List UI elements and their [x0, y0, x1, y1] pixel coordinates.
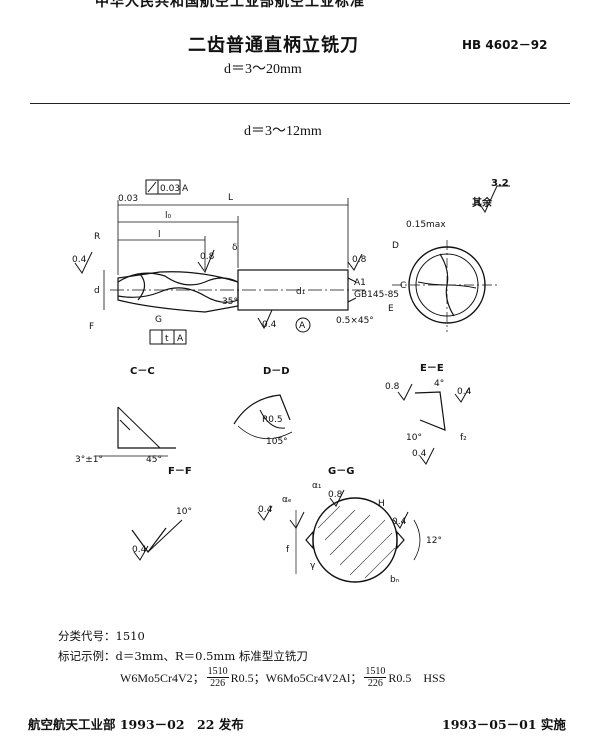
effective-date: 1993－05－01 实施 [442, 717, 566, 732]
section-gg: G－G [328, 466, 354, 477]
cut-letter-d: D [392, 241, 399, 251]
dim-L: L [228, 193, 233, 203]
fraction-1-denominator: 226 [210, 678, 226, 689]
max-note: 0.15max [406, 220, 446, 230]
standard-banner: 中华人民共和国航空工业部航空工业标准 [95, 0, 365, 10]
surface-finish-mark: 0.03 [118, 194, 138, 204]
section-cc: C－C [130, 366, 155, 377]
dim-l0: l₀ [165, 211, 172, 221]
cut-letter-c: C [400, 281, 406, 291]
page-title: 二齿普通直柄立铣刀 [188, 35, 359, 56]
header-divider [30, 103, 570, 104]
ee-ra-2: 0.4 [457, 387, 472, 397]
runout-t: t [165, 334, 169, 344]
center-callout-gb: GB145-85 [354, 290, 399, 300]
gg-ra-2: 0.4 [392, 517, 407, 527]
dd-radius: R0.5 [262, 415, 283, 425]
dim-d1: d₁ [296, 287, 306, 297]
section-heading: d＝3～12mm [244, 124, 322, 139]
dim-d: d [94, 286, 100, 296]
standard-number: HB 4602－92 [462, 38, 548, 52]
gg-H: H [378, 499, 385, 509]
flute-edge [137, 273, 146, 301]
finish-remaining: 其余 [472, 196, 493, 209]
formula-part-2: R0.5；W6Mo5Cr4V2Al； [230, 671, 363, 685]
gg-f: f [286, 545, 290, 555]
ra-2: 0.8 [200, 252, 215, 262]
ff-angle: 10° [176, 507, 192, 517]
cc-angle-1: 3°±1° [75, 455, 103, 465]
section-dd: D－D [263, 366, 290, 377]
dd-angle: 105° [266, 437, 288, 447]
ee-f2: f₂ [460, 433, 467, 443]
center-callout-a1: A1 [354, 278, 366, 288]
tol-datum: A [182, 184, 189, 194]
gg-bn: bₙ [390, 575, 400, 585]
ra-1: 0.4 [72, 255, 87, 265]
marking-formula: W6Mo5Cr4V2； 1510 226 R0.5；W6Mo5Cr4V2Al； … [120, 666, 445, 689]
gg-alphae: αₑ [282, 495, 292, 505]
size-range: d＝3～20mm [224, 62, 302, 77]
section-ff: F－F [168, 466, 192, 477]
ee-ra-1: 0.8 [385, 382, 400, 392]
ee-ra-3: 0.4 [412, 449, 427, 459]
cut-letter-f: F [89, 322, 94, 332]
section-ee: E－E [420, 363, 444, 374]
fraction-2: 1510 226 [364, 666, 387, 689]
delta: δ [232, 243, 238, 253]
formula-part-1: W6Mo5Cr4V2； [120, 671, 205, 685]
fraction-1-numerator: 1510 [206, 666, 229, 678]
flute-helix-1 [117, 272, 239, 286]
ee-angle-4: 4° [434, 379, 444, 389]
datum-A: A [299, 321, 306, 331]
ra-4: 0.8 [352, 255, 367, 265]
cutter-flute-body [117, 271, 239, 313]
ee-angle-10: 10° [406, 433, 422, 443]
flute-helix-2 [117, 287, 239, 303]
gg-section-circle [312, 497, 398, 583]
cc-angle-2: 45° [146, 455, 162, 465]
fraction-2-numerator: 1510 [364, 666, 387, 678]
ra-3: 0.4 [262, 320, 277, 330]
cut-letter-e: E [388, 304, 394, 314]
tol-value: 0.03 [160, 184, 180, 194]
gg-alpha1: α₁ [312, 481, 322, 491]
fraction-1: 1510 226 [206, 666, 229, 689]
finish-value: 3.2 [491, 178, 509, 189]
runout-datum: A [177, 334, 184, 344]
gg-ra-1: 0.8 [328, 490, 343, 500]
classification-code: 分类代号：1510 [58, 629, 145, 643]
fraction-2-denominator: 226 [367, 678, 383, 689]
chamfer: 0.5×45° [336, 316, 374, 326]
angle-35: 35° [222, 297, 238, 307]
dim-l: l [158, 230, 161, 240]
gg-gamma: γ [310, 561, 316, 571]
gg-angle: 12° [426, 536, 442, 546]
marking-example: 标记示例：d＝3mm、R＝0.5mm 标准型立铣刀 [58, 649, 308, 663]
ff-ra: 0.4 [132, 545, 147, 555]
ff-ra-2: 0.4 [258, 505, 273, 515]
cut-letter-g: G [155, 315, 162, 325]
formula-part-3: R0.5 HSS [388, 671, 446, 685]
radius-R: R [94, 232, 100, 242]
issue-date: 航空航天工业部 1993－02 22 发布 [28, 717, 244, 732]
